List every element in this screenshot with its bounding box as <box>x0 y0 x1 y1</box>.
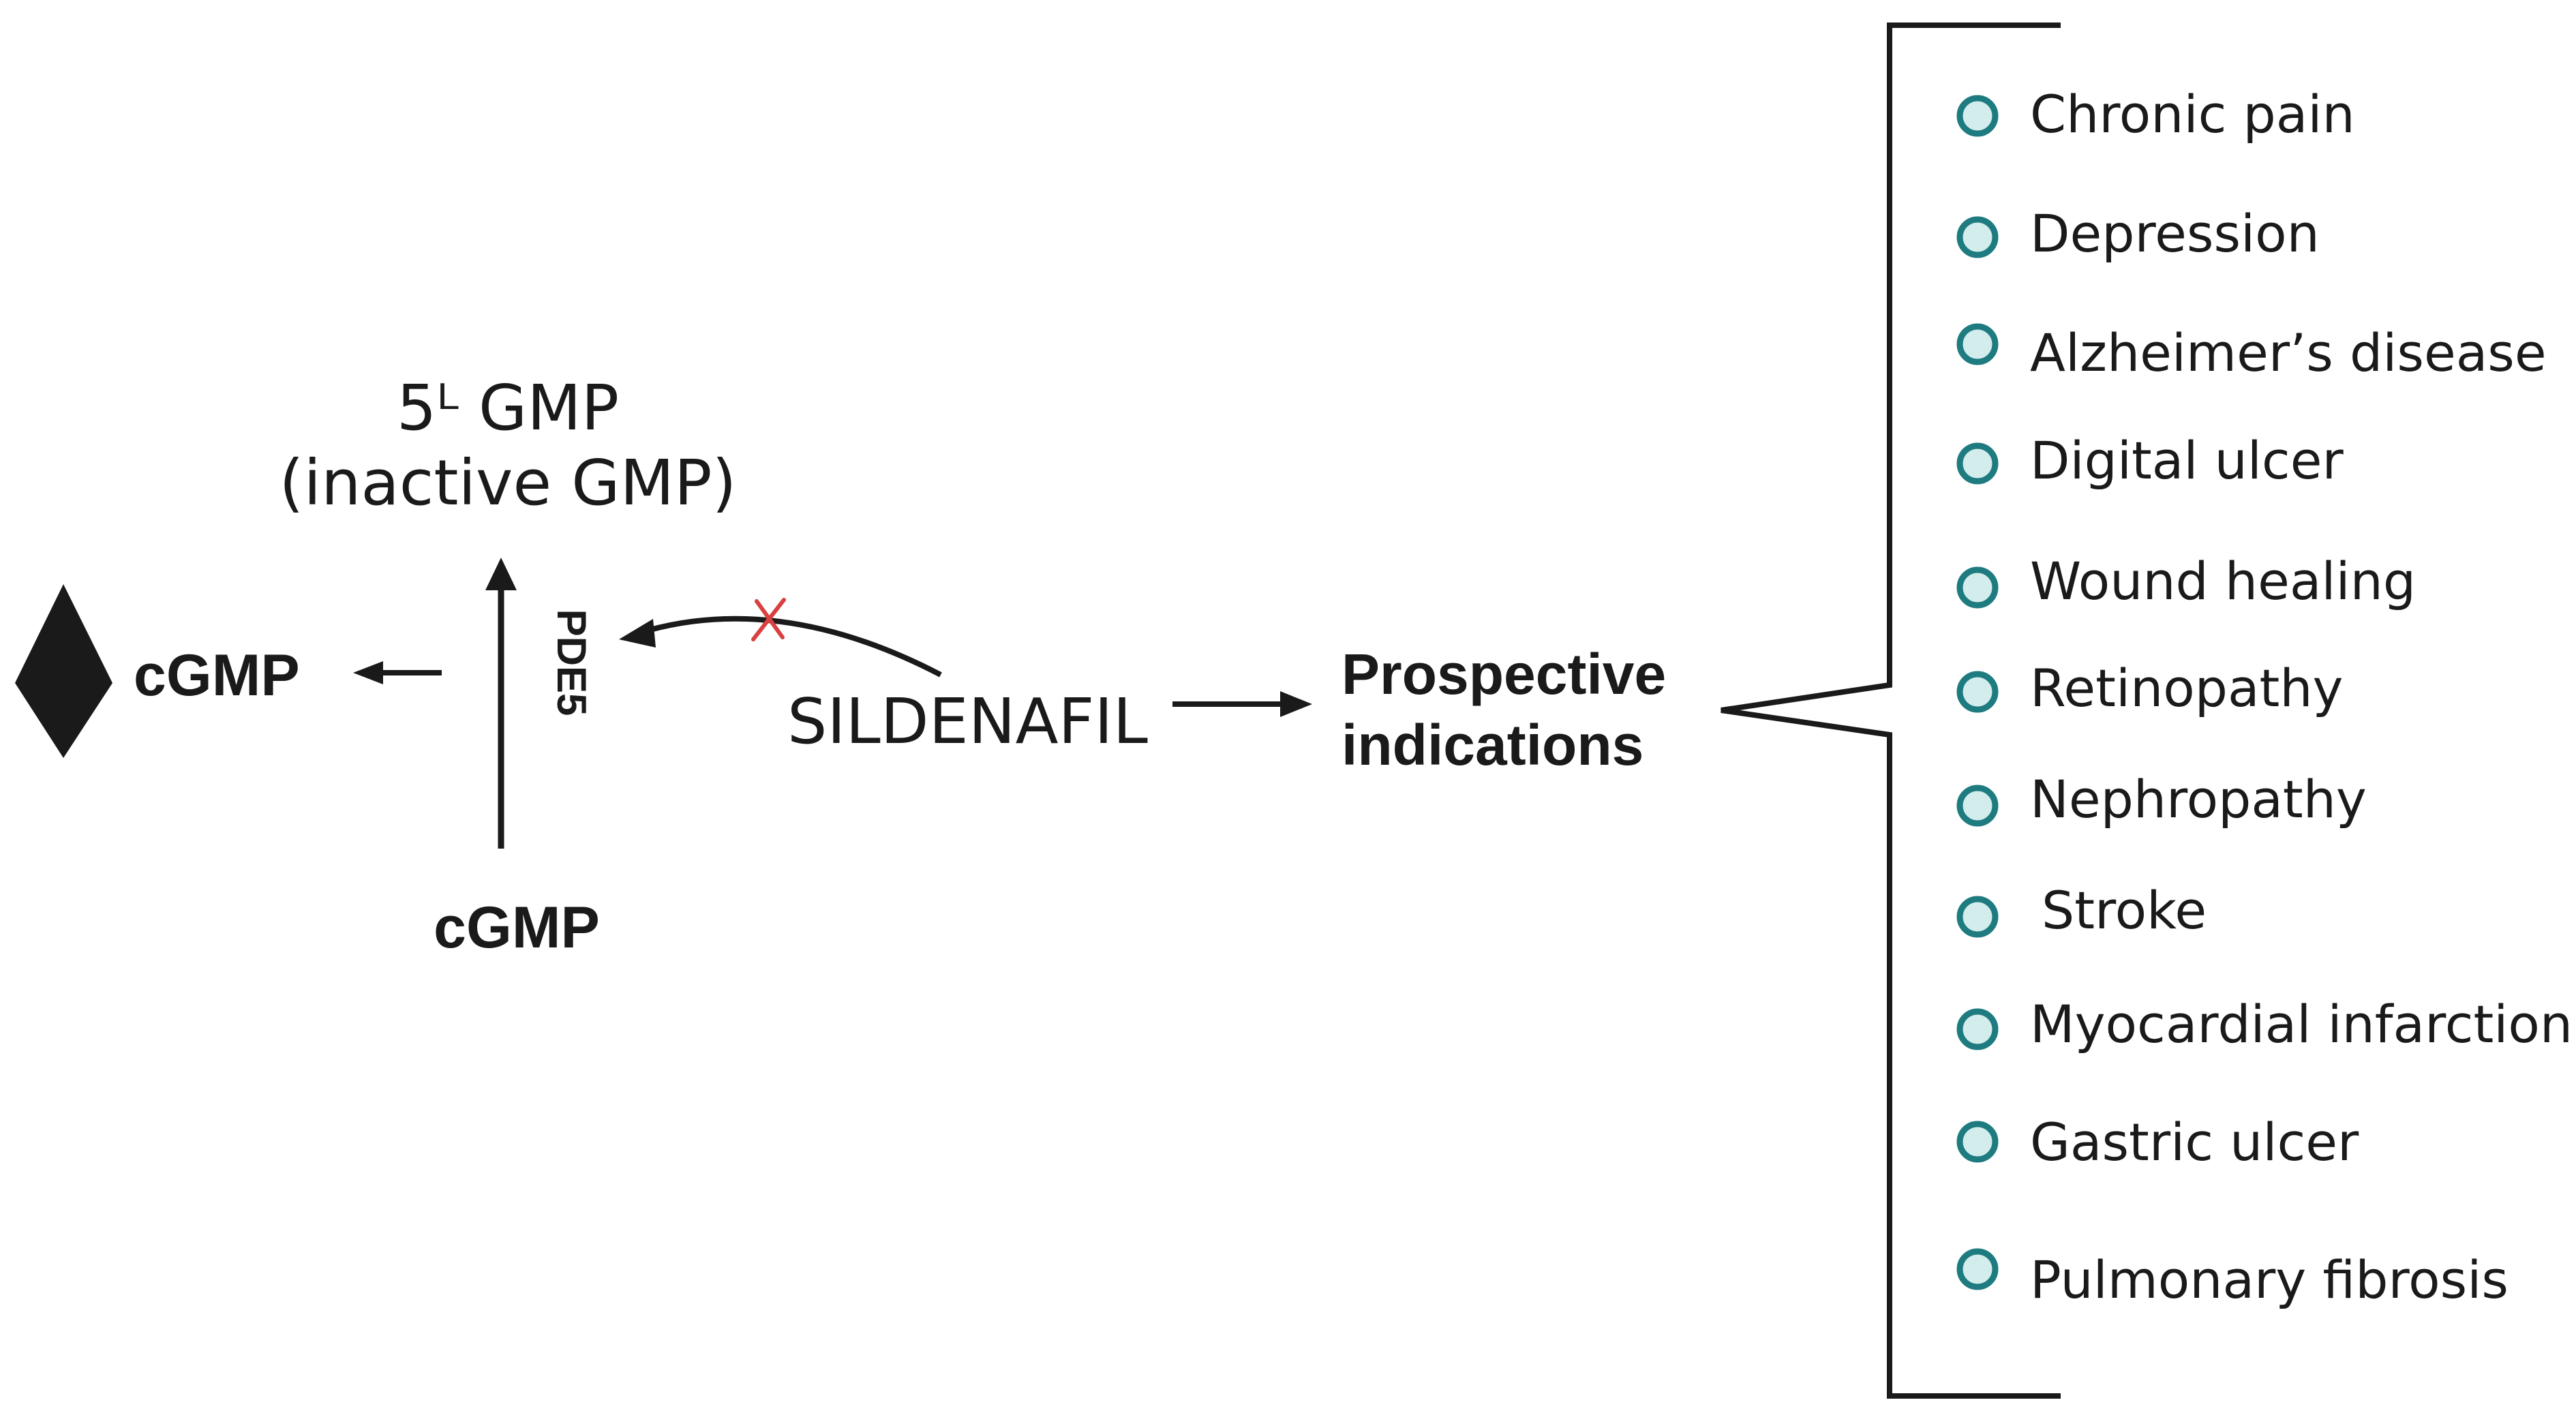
red-x-icon <box>751 598 786 641</box>
circle-bullet-icon <box>1956 1121 1999 1163</box>
indications-bracket <box>1721 22 2061 1399</box>
indication-label: Gastric ulcer <box>2030 1112 2359 1172</box>
reaction-arrow <box>485 558 517 849</box>
indication-label: Nephropathy <box>2030 769 2367 830</box>
circle-bullet-icon <box>1956 323 1999 365</box>
circle-bullet-icon <box>1956 442 1999 485</box>
prospective-line2: indications <box>1342 713 1643 777</box>
circle-bullet-icon <box>1956 1248 1999 1290</box>
indication-label: Stroke <box>2042 880 2207 941</box>
product-title-line2: (inactive GMP) <box>279 446 737 519</box>
substrate-label: cGMP <box>434 895 600 960</box>
product-title-line1: 5ᴸ GMP <box>397 371 619 444</box>
drug-label: SILDENAFIL <box>787 685 1148 758</box>
indication-label: Alzheimer’s disease <box>2030 322 2547 383</box>
list-item: Wound healing <box>1956 551 2416 611</box>
circle-bullet-icon <box>1956 95 1999 137</box>
list-item: Nephropathy <box>1956 769 2367 830</box>
list-item: Gastric ulcer <box>1956 1112 2359 1172</box>
circle-bullet-icon <box>1956 671 1999 713</box>
up-down-arrow-icon <box>15 584 112 758</box>
list-item: Myocardial infarction <box>1956 994 2573 1054</box>
indication-arrow <box>1172 691 1312 717</box>
elevation-arrow <box>353 661 442 684</box>
indication-label: Pulmonary fibrosis <box>2030 1249 2509 1310</box>
list-item: Chronic pain <box>1956 84 2355 145</box>
indication-label: Wound healing <box>2030 551 2416 611</box>
circle-bullet-icon <box>1956 896 1999 938</box>
list-item: Alzheimer’s disease <box>1956 322 2547 383</box>
result-label: cGMP <box>134 643 300 708</box>
prospective-line1: Prospective <box>1342 642 1666 706</box>
circle-bullet-icon <box>1956 216 1999 258</box>
indication-label: Myocardial infarction <box>2030 994 2573 1054</box>
list-item: Pulmonary fibrosis <box>1956 1248 2509 1310</box>
indication-label: Retinopathy <box>2030 658 2344 718</box>
indication-label: Depression <box>2030 203 2320 264</box>
list-item: Digital ulcer <box>1956 430 2344 491</box>
list-item: Retinopathy <box>1956 658 2344 718</box>
circle-bullet-icon <box>1956 566 1999 609</box>
list-item: Depression <box>1956 203 2320 264</box>
circle-bullet-icon <box>1956 1008 1999 1050</box>
indication-label: Digital ulcer <box>2030 430 2344 491</box>
enzyme-label: PDE5 <box>549 609 594 716</box>
indication-label: Chronic pain <box>2030 84 2355 145</box>
list-item: Stroke <box>1956 880 2207 941</box>
circle-bullet-icon <box>1956 785 1999 827</box>
inhibition-arrow <box>619 616 942 678</box>
